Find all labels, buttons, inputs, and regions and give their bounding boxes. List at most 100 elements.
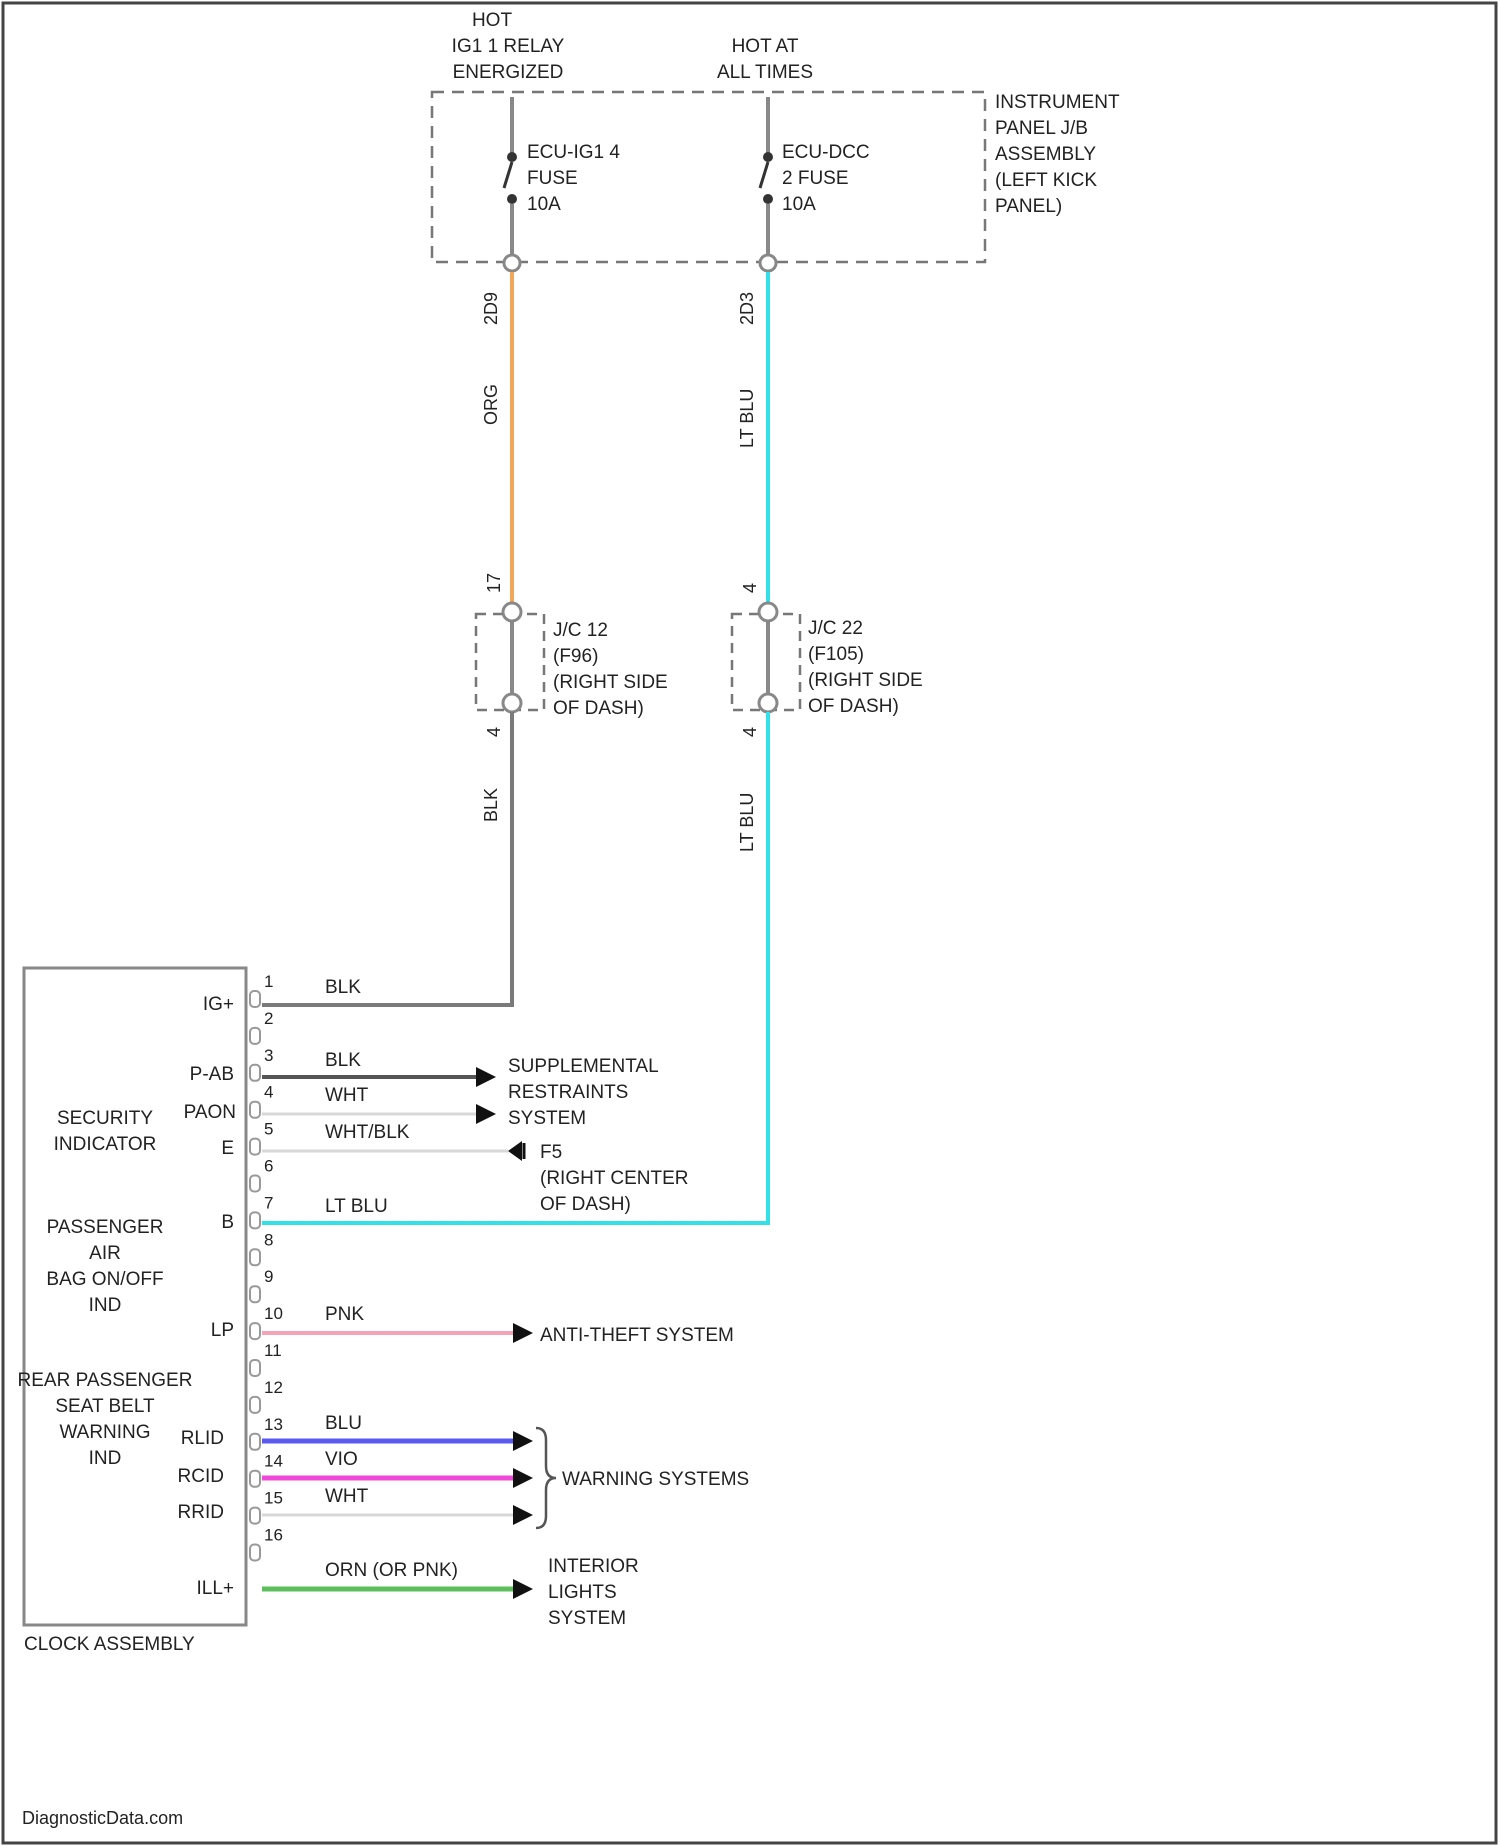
srs-line-2: RESTRAINTS <box>508 1082 628 1103</box>
wire-label-1: BLK <box>325 977 361 998</box>
clock-pin-number: 1 <box>264 972 273 991</box>
jc22-bottom-terminal <box>759 694 777 712</box>
clock-pin-number: 4 <box>264 1083 273 1102</box>
jb-label-4: (LEFT KICK <box>995 170 1097 191</box>
arrow-warning-2 <box>513 1468 533 1488</box>
wire-label-9: PNK <box>325 1304 364 1325</box>
pin-label-lp: LP <box>211 1320 234 1341</box>
jc12-pin-bottom: 4 <box>484 727 504 737</box>
wire-label-13: VIO <box>325 1449 358 1470</box>
pin-label-rlid: RLID <box>181 1428 224 1449</box>
left-hot-line-1: HOT <box>472 10 513 31</box>
arrow-warning-1 <box>513 1431 533 1451</box>
arrow-anti-theft <box>513 1323 533 1343</box>
left-fuse <box>504 97 520 271</box>
fuse-left-line-1: ECU-IG1 4 <box>527 142 620 163</box>
wire-label-14: WHT <box>325 1486 369 1507</box>
clock-pin-terminal <box>250 1102 260 1118</box>
wire-label-7: LT BLU <box>325 1196 388 1217</box>
clock-pin-number: 14 <box>264 1452 283 1471</box>
left-fuse-label: ECU-IG1 4 FUSE 10A <box>527 142 620 215</box>
jc12-label-3: (RIGHT SIDE <box>553 672 668 693</box>
jb-label-5: PANEL) <box>995 196 1062 217</box>
wire-ltblu-lower-label: LT BLU <box>737 793 757 852</box>
wire-label-5: WHT/BLK <box>325 1122 410 1143</box>
jb-label-2: PANEL J/B <box>995 118 1088 139</box>
clock-pin-terminal <box>250 1176 260 1192</box>
jb-label-3: ASSEMBLY <box>995 144 1096 165</box>
right-fuse <box>760 97 776 271</box>
right-hot-line-2: ALL TIMES <box>717 62 813 83</box>
warning-brace <box>536 1428 556 1528</box>
wire-label-12: BLU <box>325 1413 362 1434</box>
jc12-label-1: J/C 12 <box>553 620 608 641</box>
clock-pin-terminal <box>250 1028 260 1044</box>
clock-pin-number: 5 <box>264 1120 273 1139</box>
clock-pin-terminal <box>250 1286 260 1302</box>
clock-pin-terminal <box>250 1397 260 1413</box>
jc22-label-3: (RIGHT SIDE <box>808 670 923 691</box>
fuse-left-line-2: FUSE <box>527 168 578 189</box>
jc22-label: J/C 22 (F105) (RIGHT SIDE OF DASH) <box>808 618 923 717</box>
pin-label-b: B <box>221 1212 234 1233</box>
jb-pin-left: 2D9 <box>481 292 501 325</box>
srs-line-1: SUPPLEMENTAL <box>508 1056 659 1077</box>
clock-pin-terminal <box>250 1139 260 1155</box>
arrow-interior <box>513 1579 533 1599</box>
interior-line-2: LIGHTS <box>548 1582 617 1603</box>
clock-pin-labels: IG+ P-AB PAON E B LP RLID RCID RRID ILL+ <box>178 994 236 1599</box>
junction-block-label: INSTRUMENT PANEL J/B ASSEMBLY (LEFT KICK… <box>995 92 1120 217</box>
wire-label-16: ORN (OR PNK) <box>325 1560 458 1581</box>
pin-label-rrid: RRID <box>178 1502 224 1523</box>
left-hot-line-3: ENERGIZED <box>453 62 564 83</box>
fuse-left-line-3: 10A <box>527 194 561 215</box>
rear-line-4: IND <box>89 1448 122 1469</box>
wire-blk-ig <box>262 712 512 1005</box>
srs-line-3: SYSTEM <box>508 1108 586 1129</box>
ground-arrow <box>508 1141 522 1161</box>
wire-label-4: WHT <box>325 1085 369 1106</box>
right-hot-line-1: HOT AT <box>732 36 799 57</box>
clock-pin-number: 12 <box>264 1378 283 1397</box>
clock-pin-number: 15 <box>264 1489 283 1508</box>
anti-theft-label: ANTI-THEFT SYSTEM <box>540 1325 734 1346</box>
clock-internal-labels: SECURITY INDICATOR PASSENGER AIR BAG ON/… <box>18 1108 193 1469</box>
pin-label-e: E <box>221 1138 234 1159</box>
page-border <box>3 3 1496 1843</box>
wire-blk-label: BLK <box>481 788 501 822</box>
left-hot-line-2: IG1 1 RELAY <box>452 36 565 57</box>
jc12-label: J/C 12 (F96) (RIGHT SIDE OF DASH) <box>553 620 668 719</box>
fuse-right-line-2: 2 FUSE <box>782 168 849 189</box>
wire-ltblu-upper-label: LT BLU <box>737 389 757 448</box>
right-hot-label: HOT AT ALL TIMES <box>717 36 813 83</box>
clock-pin-number: 9 <box>264 1267 273 1286</box>
clock-pin-terminal <box>250 991 260 1007</box>
jc12-pin-top: 17 <box>484 573 504 593</box>
interior-line-1: INTERIOR <box>548 1556 639 1577</box>
clock-pin-number: 8 <box>264 1230 273 1249</box>
pin-label-paon: PAON <box>184 1102 236 1123</box>
jc22-pin-top: 4 <box>740 583 760 593</box>
ground-line-1: F5 <box>540 1142 562 1163</box>
ground-line-3: OF DASH) <box>540 1194 631 1215</box>
passenger-line-2: AIR <box>89 1243 121 1264</box>
branch-wires <box>262 1067 556 1599</box>
pin-label-illp: ILL+ <box>196 1578 234 1599</box>
pin-label-igp: IG+ <box>203 994 234 1015</box>
clock-pin-number: 11 <box>264 1341 282 1360</box>
jc22-label-1: J/C 22 <box>808 618 863 639</box>
jc12-bottom-terminal <box>503 694 521 712</box>
clock-pin-terminal <box>250 1434 260 1450</box>
arrow-srs-2 <box>476 1104 496 1124</box>
clock-pin-terminal <box>250 1249 260 1265</box>
rear-line-1: REAR PASSENGER <box>18 1370 193 1391</box>
pin-label-rcid: RCID <box>178 1466 224 1487</box>
clock-pin-number: 3 <box>264 1046 273 1065</box>
clock-pin-number: 2 <box>264 1009 273 1028</box>
jc12-label-4: OF DASH) <box>553 698 644 719</box>
rear-line-3: WARNING <box>59 1422 150 1443</box>
clock-pin-terminal <box>250 1323 260 1339</box>
passenger-line-1: PASSENGER <box>47 1217 164 1238</box>
